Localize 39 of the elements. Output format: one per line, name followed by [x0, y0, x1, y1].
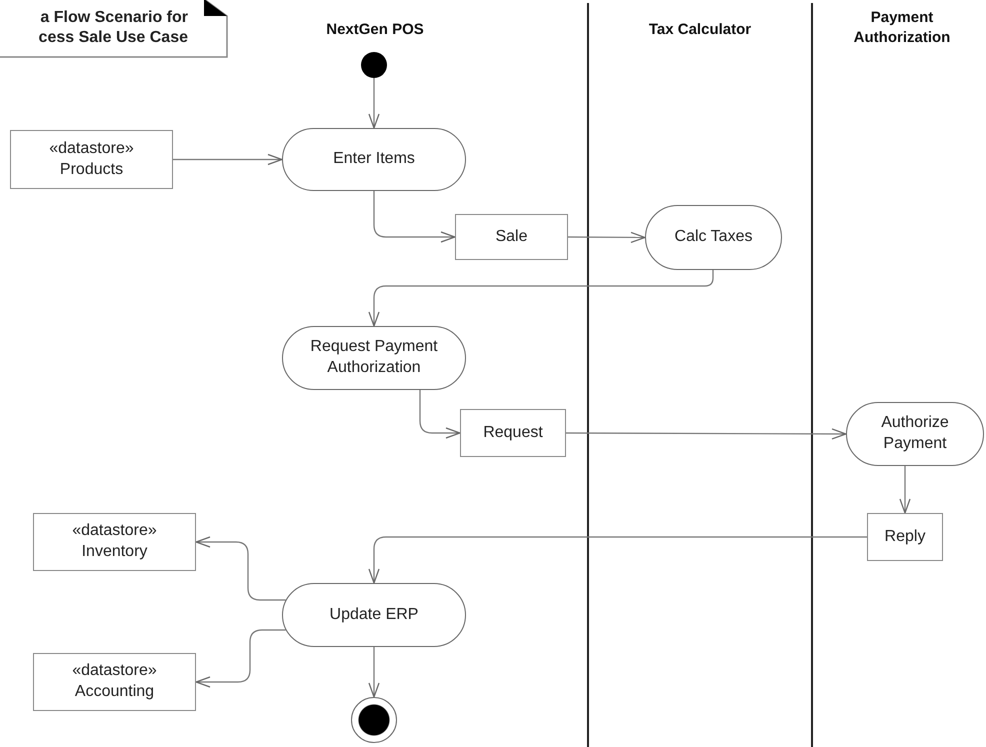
swimlane-title: Tax Calculator — [648, 20, 752, 40]
control-flow-arrow — [195, 629, 286, 688]
control-flow-arrow — [568, 232, 646, 243]
node-label: Sale — [495, 226, 528, 247]
object-node — [33, 653, 196, 711]
node-label: Accounting — [74, 682, 154, 702]
node-label: Reply — [884, 526, 926, 547]
control-flow-arrow — [899, 466, 911, 514]
node-label: «datastore» — [72, 661, 157, 682]
node-label: Request Payment Authorization — [309, 337, 439, 378]
node-label: Enter Items — [333, 149, 415, 170]
node-label: Calc Taxes — [674, 227, 752, 248]
node-label: «datastore» — [49, 138, 134, 159]
node-label: Authorize Payment — [880, 413, 950, 454]
control-flow-arrow — [419, 390, 461, 439]
node-label: Request — [483, 422, 543, 443]
control-flow-arrow — [368, 647, 380, 698]
note — [0, 0, 228, 58]
object-node — [867, 513, 943, 561]
control-flow-arrow — [373, 191, 456, 243]
control-flow-arrow — [195, 536, 286, 601]
node-label: Update ERP — [330, 604, 418, 625]
object-node — [33, 513, 196, 571]
object-node — [460, 409, 566, 457]
control-flow-arrow — [566, 428, 847, 440]
node-label: «datastore» — [72, 521, 157, 542]
swimlane-title: NextGen POS — [325, 20, 425, 40]
control-flow-arrow — [368, 270, 714, 327]
control-flow-arrow — [173, 154, 283, 166]
control-flow-arrow — [368, 536, 867, 584]
object-node — [10, 130, 173, 189]
node-label: Inventory — [82, 542, 148, 562]
note-text: a Flow Scenario for cess Sale Use Case — [38, 8, 188, 48]
node-label: Products — [60, 160, 124, 180]
control-flow-arrow — [368, 78, 380, 129]
final-node — [351, 697, 397, 743]
object-node — [455, 214, 568, 260]
swimlane-title: Payment Authorization — [852, 8, 952, 47]
initial-node — [361, 52, 387, 78]
